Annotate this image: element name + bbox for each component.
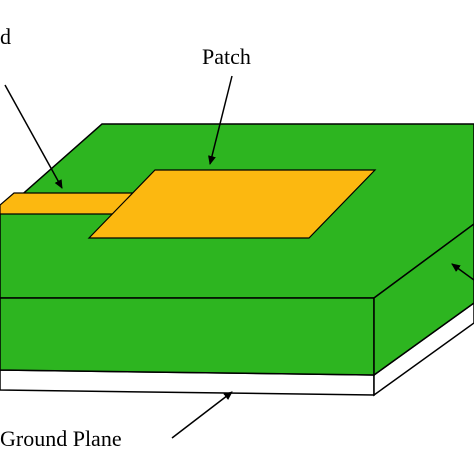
substrate-side-face [373, 223, 474, 377]
substrate-arrow [451, 263, 474, 281]
feed-label: d [0, 24, 11, 49]
patch [87, 169, 377, 239]
patch-label: Patch [202, 44, 251, 69]
ground-plane-arrow [171, 391, 233, 439]
ground-plane-label: Ground Plane [0, 426, 122, 451]
patch-arrow [208, 75, 233, 165]
substrate-front-face [0, 297, 375, 376]
feed-line [0, 192, 136, 215]
feed-arrow [4, 84, 63, 189]
